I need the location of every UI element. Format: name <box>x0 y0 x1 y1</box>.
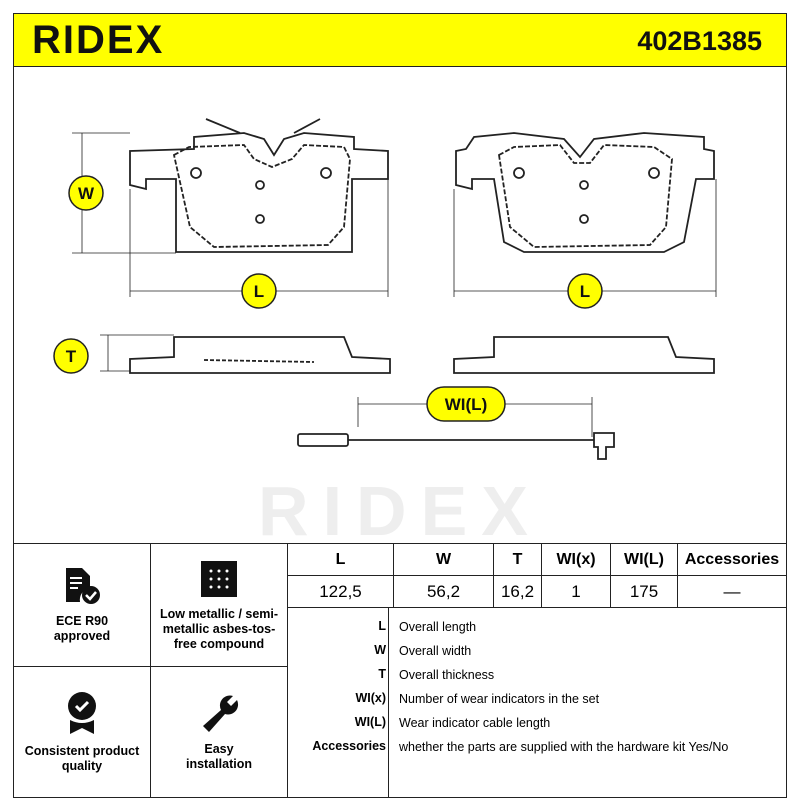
wrench-icon <box>203 695 239 732</box>
quality-badge-icon <box>68 692 96 734</box>
header-w: W <box>393 543 494 576</box>
brake-pad-left-front <box>129 118 389 253</box>
legend-key: WI(L) <box>354 715 386 729</box>
value-wil: 175 <box>610 575 678 608</box>
legend-key: Accessories <box>312 739 386 753</box>
feature-installation: Easy installation <box>150 666 288 798</box>
legend-desc: Overall thickness <box>399 668 495 682</box>
brand-logo: RIDEX <box>32 18 165 62</box>
width-label: W <box>78 184 95 203</box>
legend-key: T <box>378 667 386 681</box>
legend-desc: Overall length <box>399 620 477 634</box>
watermark: RIDEX <box>258 472 542 543</box>
feature-label: Low metallic / semi-metallic asbes-tos-f… <box>159 606 279 651</box>
header-t: T <box>493 543 542 576</box>
feature-compound: Low metallic / semi-metallic asbes-tos-f… <box>150 543 288 667</box>
value-l: 122,5 <box>287 575 394 608</box>
document-check-icon <box>66 568 100 604</box>
value-accessories: — <box>677 575 787 608</box>
value-wix: 1 <box>541 575 611 608</box>
brake-pad-right-front <box>455 132 715 253</box>
wear-indicator-cable <box>297 432 615 460</box>
legend-desc: whether the parts are supplied with the … <box>399 740 729 754</box>
feature-label: Easy installation <box>186 742 252 771</box>
part-number: 402B1385 <box>637 26 762 56</box>
legend-key: W <box>374 643 386 657</box>
feature-quality: Consistent product quality <box>13 666 151 798</box>
legend-desc: Overall width <box>399 644 472 658</box>
header-bar: RIDEX 402B1385 <box>13 13 787 67</box>
technical-drawing: RIDEX W L L T WI(L) <box>53 118 717 543</box>
header-l: L <box>287 543 394 576</box>
value-w: 56,2 <box>393 575 494 608</box>
feature-label: ECE R90 approved <box>53 614 111 643</box>
header-accessories: Accessories <box>677 543 787 576</box>
legend-desc-col <box>388 607 787 798</box>
brake-pad-left-side <box>129 336 391 374</box>
feature-ece: ECE R90 approved <box>13 543 151 667</box>
legend-key: L <box>378 619 386 633</box>
legend-desc: Wear indicator cable length <box>399 716 551 730</box>
thickness-label: T <box>66 347 77 366</box>
header-wil: WI(L) <box>610 543 678 576</box>
length-label-right: L <box>580 282 590 301</box>
legend-key: WI(x) <box>355 691 386 705</box>
compound-texture-icon <box>201 560 237 597</box>
feature-label: Consistent product quality <box>24 744 140 773</box>
legend-desc: Number of wear indicators in the set <box>399 692 600 706</box>
length-label: L <box>254 282 264 301</box>
value-t: 16,2 <box>493 575 542 608</box>
wear-length-label: WI(L) <box>445 395 487 414</box>
brake-pad-right-side <box>453 336 715 374</box>
header-wix: WI(x) <box>541 543 611 576</box>
